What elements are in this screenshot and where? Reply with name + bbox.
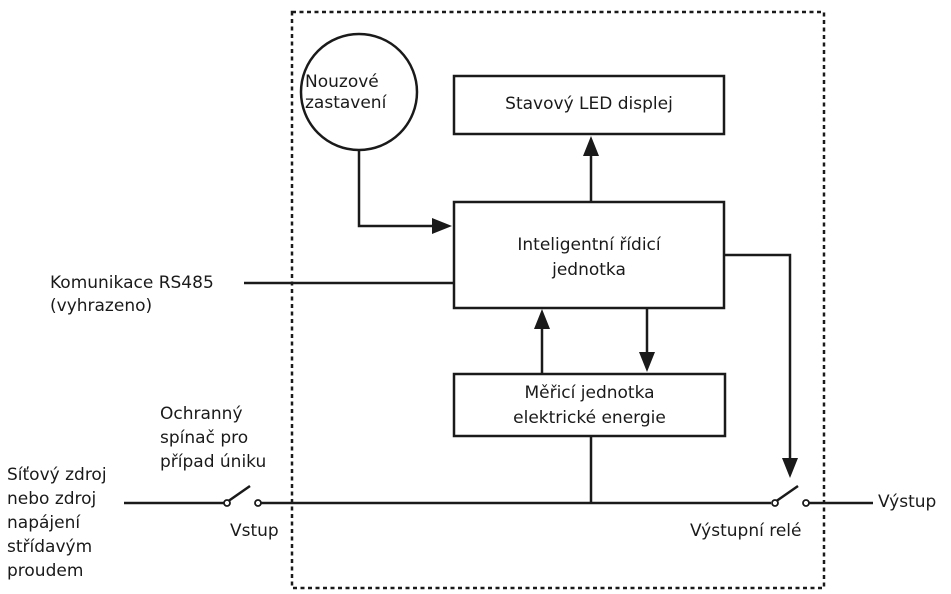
arrow-head	[782, 458, 798, 478]
power-source-label-line4: střídavým	[7, 537, 93, 557]
power-source-label-line5: proudem	[7, 561, 84, 581]
rs485-label-line1: Komunikace RS485	[50, 273, 214, 293]
switch-contact	[771, 499, 779, 507]
control-unit-box	[452, 200, 726, 310]
leakage-switch-blade	[226, 484, 251, 504]
emergency-stop-label-line1: Nouzové	[305, 72, 379, 92]
emergency-stop-label-line2: zastavení	[305, 93, 387, 113]
emergency-stop-label: Nouzové zastavení	[305, 72, 386, 114]
leakage-switch-label-line3: případ úniku	[160, 452, 267, 472]
metering-unit-label-line1: Měřicí jednotka	[524, 383, 655, 403]
control-unit-label-line1: Inteligentní řídicí	[517, 235, 661, 255]
metering-unit-box	[452, 372, 727, 438]
leakage-switch-label-line2: spínač pro	[160, 428, 249, 448]
power-source-label: Síťový zdroj nebo zdroj napájení střídav…	[7, 463, 107, 583]
control-unit-label-line2: jednotka	[552, 260, 626, 280]
arrow-head	[639, 352, 655, 372]
device-enclosure	[290, 10, 826, 590]
led-display-box	[452, 74, 726, 136]
switch-contact	[223, 499, 231, 507]
arrow-head	[583, 136, 599, 156]
emergency-to-control-line	[357, 150, 438, 228]
output-relay-blade	[774, 484, 799, 504]
output-relay-label: Výstupní relé	[690, 521, 802, 541]
arrow-head	[534, 309, 550, 329]
control-unit-label: Inteligentní řídicí jednotka	[454, 233, 724, 283]
control-to-relay-line	[724, 253, 792, 462]
metering-unit-label-line2: elektrické energie	[513, 408, 666, 428]
input-label: Vstup	[230, 521, 279, 541]
arrow-head	[432, 218, 452, 234]
power-source-label-line2: nebo zdroj	[7, 489, 97, 509]
switch-contact	[802, 499, 810, 507]
switch-contact	[254, 499, 262, 507]
metering-unit-label: Měřicí jednotka elektrické energie	[454, 381, 725, 431]
leakage-switch-label-line1: Ochranný	[160, 404, 243, 424]
rs485-label: Komunikace RS485 (vyhrazeno)	[50, 272, 214, 318]
power-source-label-line3: napájení	[7, 513, 81, 533]
led-display-label: Stavový LED displej	[505, 94, 673, 114]
output-label: Výstup	[878, 492, 937, 512]
power-source-label-line1: Síťový zdroj	[7, 465, 107, 485]
leakage-switch-label: Ochranný spínač pro případ úniku	[160, 402, 266, 474]
rs485-label-line2: (vyhrazeno)	[50, 296, 153, 316]
